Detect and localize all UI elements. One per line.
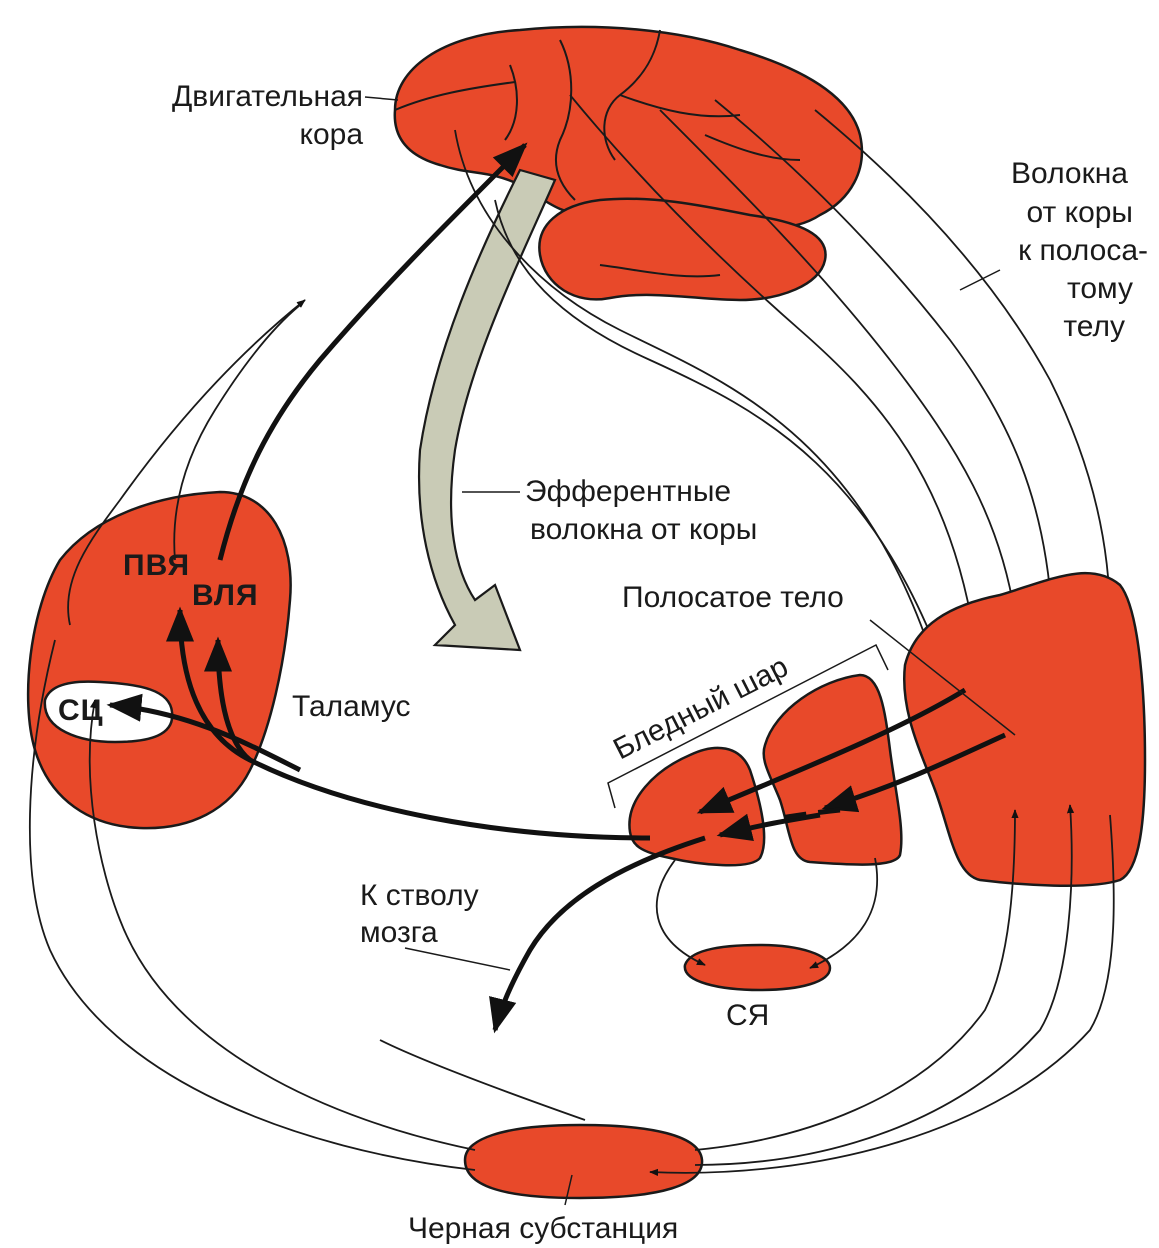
subthalamic-nucleus xyxy=(685,945,830,990)
label-to-brainstem-1: К стволу xyxy=(360,879,479,912)
substantia-nigra xyxy=(465,1125,702,1198)
to-brainstem-arrow xyxy=(495,838,705,1030)
label-fibers-2: от коры xyxy=(1027,196,1134,229)
label-vlya: ВЛЯ xyxy=(192,579,259,612)
label-thalamus: Таламус xyxy=(292,690,410,723)
label-sc: СЦ xyxy=(58,694,104,727)
label-fibers-5: телу xyxy=(1063,310,1125,343)
efferent-fibers-arrow xyxy=(419,170,555,650)
globus-pallidus-internal xyxy=(629,748,764,865)
label-fibers-1: Волокна xyxy=(1011,157,1128,190)
label-efferent-1: Эфферентные xyxy=(525,475,731,508)
fibers-leader xyxy=(960,270,1000,290)
globus-pallidus-external xyxy=(764,675,902,865)
label-pvya: ПВЯ xyxy=(123,549,190,582)
label-fibers-3: к полоса- xyxy=(1018,234,1148,267)
label-striatum: Полосатое тело xyxy=(622,581,844,614)
label-to-brainstem-2: мозга xyxy=(360,916,438,949)
label-motor-cortex-2: кора xyxy=(299,118,363,151)
motor-cortex-leader xyxy=(365,97,398,100)
label-motor-cortex-1: Двигательная xyxy=(172,80,363,113)
label-fibers-4: тому xyxy=(1067,272,1133,305)
striatum xyxy=(904,573,1145,886)
brainstem-leader xyxy=(405,948,510,970)
thalamus xyxy=(28,492,291,828)
label-subthalamic: СЯ xyxy=(726,999,769,1032)
label-efferent-2: волокна от коры xyxy=(530,513,757,546)
label-substantia-nigra: Черная субстанция xyxy=(408,1212,678,1245)
